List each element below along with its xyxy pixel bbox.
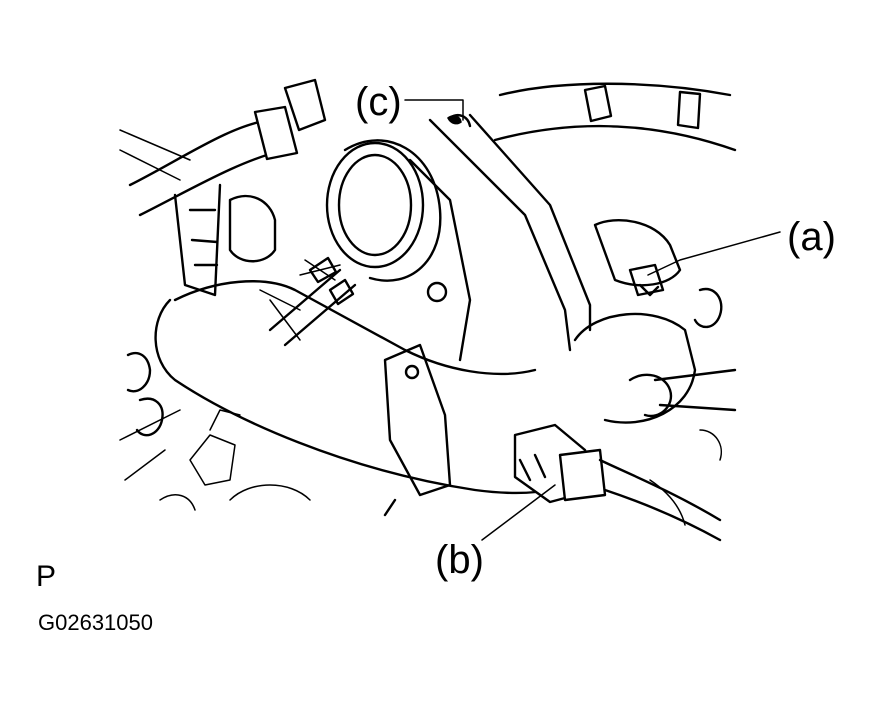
connector-b	[513, 423, 722, 542]
leader-line-c	[404, 99, 464, 121]
leader-line-b	[481, 484, 556, 541]
view-letter: P	[36, 560, 57, 593]
lower-bracket	[383, 343, 452, 517]
callout-b: (b)	[435, 538, 484, 582]
sensor-clip-a	[628, 263, 665, 297]
throttle-body	[325, 139, 472, 362]
figure-code: G02631050	[38, 610, 153, 635]
sensor-housing	[573, 218, 737, 461]
callout-c: (c)	[355, 80, 402, 124]
diagonal-pipe	[428, 113, 592, 352]
lower-clutter	[159, 409, 686, 526]
leader-line-a	[647, 231, 781, 276]
leader-lines	[404, 99, 781, 541]
upper-left-hose	[119, 78, 327, 217]
hose-clips	[268, 256, 357, 347]
left-bracket	[119, 183, 277, 481]
upper-right-hose	[493, 82, 737, 152]
callout-a: (a)	[787, 215, 836, 259]
